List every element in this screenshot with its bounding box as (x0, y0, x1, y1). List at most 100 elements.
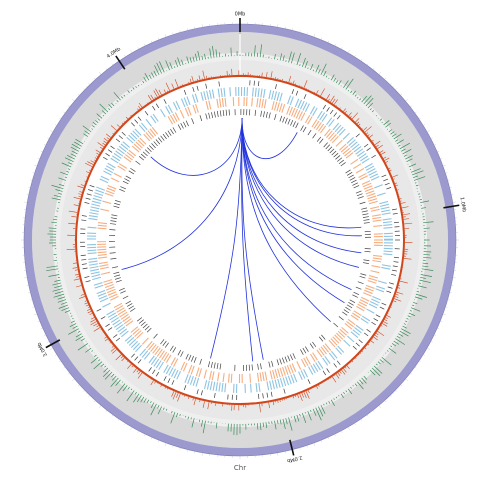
cds-forward-gene (353, 146, 362, 153)
tick-mark (306, 32, 308, 35)
gc-skew-bar (343, 80, 349, 89)
tick-mark (68, 372, 70, 375)
cds-reverse-gene (208, 370, 212, 380)
gc-content-bar (355, 357, 357, 359)
gc-skew-bar (197, 50, 201, 61)
gc-skew-bar (259, 422, 262, 431)
gc-skew-bar (58, 193, 62, 195)
ncrna-inner-mark (287, 355, 291, 362)
cds-reverse-gene (324, 128, 331, 137)
cds-reverse-gene (359, 299, 369, 305)
gc-content-bar (68, 210, 78, 213)
cds-reverse-gene (158, 350, 165, 359)
gc-skew-bar (377, 361, 381, 365)
gc-skew-bar (323, 403, 325, 406)
tick-mark (423, 124, 425, 126)
ncrna-mark (371, 154, 376, 159)
gc-skew-bar (396, 335, 401, 339)
cds-forward-gene (377, 280, 387, 284)
gc-skew-bar (132, 87, 135, 90)
gc-skew-bar (363, 95, 372, 105)
tick-mark (172, 32, 174, 35)
gc-content-bar (384, 157, 390, 161)
gc-skew-bar (165, 408, 168, 411)
gc-skew-bar (413, 301, 418, 305)
tick-mark (426, 347, 430, 350)
ncrna-inner-mark (268, 112, 271, 119)
gc-content-bar (121, 357, 125, 362)
gc-content-bar (78, 195, 81, 198)
tick-mark (320, 37, 322, 40)
ncrna-mark (131, 122, 135, 127)
cds-reverse-gene (272, 369, 276, 379)
cds-reverse-gene (316, 349, 323, 358)
cds-forward-gene (115, 150, 124, 157)
gc-content-bar (395, 184, 399, 187)
ncrna-inner-mark (207, 361, 211, 368)
gc-skew-bar (419, 279, 431, 284)
ncrna-inner-mark (284, 117, 288, 124)
cds-forward-gene (160, 108, 166, 118)
gc-skew-bar (189, 57, 192, 63)
major-tick-2 (289, 439, 295, 456)
cds-reverse-gene (97, 251, 107, 254)
gc-content-bar (383, 156, 387, 159)
tick-mark (384, 400, 387, 403)
tick-mark (313, 34, 316, 38)
tick-mark (442, 164, 446, 167)
gc-skew-bar (318, 69, 321, 74)
ncrna-inner-mark (170, 128, 174, 135)
tick-mark (334, 434, 336, 437)
ncrna-inner-mark (348, 302, 354, 306)
cds-reverse-gene (104, 281, 113, 286)
gc-content-bar (79, 191, 83, 193)
gc-skew-bar (194, 53, 198, 62)
cds-forward-gene (381, 264, 391, 267)
cds-forward-gene (150, 357, 158, 366)
cds-forward-gene (255, 383, 258, 393)
cds-forward-gene (254, 87, 257, 97)
gc-content-bar (87, 311, 92, 314)
ncrna-mark (110, 145, 115, 150)
cds-forward-gene (206, 90, 210, 100)
synteny-link (241, 118, 359, 268)
cds-forward-gene (206, 380, 210, 390)
gc-content-bar (202, 401, 205, 408)
ncrna-mark (115, 337, 121, 342)
ncrna-mark (391, 208, 398, 211)
gc-content-bar (155, 88, 160, 97)
gc-content-track (66, 68, 413, 413)
gc-skew-bar (335, 80, 339, 84)
gc-skew-bar (174, 59, 179, 67)
cds-forward-gene (302, 102, 308, 111)
gc-content-bar (90, 317, 95, 320)
ncrna-inner-mark (355, 190, 362, 194)
ncrna-mark (391, 269, 398, 272)
cds-forward-gene (352, 329, 361, 336)
ncrna-inner-mark (309, 343, 314, 349)
ncrna-inner-mark (110, 220, 117, 222)
gc-skew-bar (395, 338, 406, 345)
gc-content-bar (93, 327, 101, 332)
tick-mark (63, 111, 66, 114)
cds-forward-gene (220, 88, 223, 98)
gc-skew-bar (51, 197, 61, 201)
cds-reverse-gene (141, 337, 149, 345)
cds-forward-gene (379, 200, 389, 205)
cds-reverse-gene (364, 187, 374, 193)
ncrna-mark (375, 314, 381, 318)
ncrna-inner-mark (357, 281, 364, 285)
gc-skew-bar (359, 379, 364, 385)
ncrna-inner-mark (338, 159, 345, 165)
cds-forward-gene (383, 223, 393, 226)
tick-mark (447, 299, 450, 301)
ncrna-mark (196, 85, 199, 91)
gc-content-bar (102, 142, 106, 146)
gc-skew-bar (215, 49, 218, 58)
cds-forward-gene (143, 352, 151, 360)
scale-ticks (21, 18, 460, 459)
cds-forward-gene (105, 165, 115, 171)
gc-skew-bar (190, 417, 192, 420)
cds-forward-gene (209, 381, 213, 391)
gc-content-bar (344, 366, 347, 369)
